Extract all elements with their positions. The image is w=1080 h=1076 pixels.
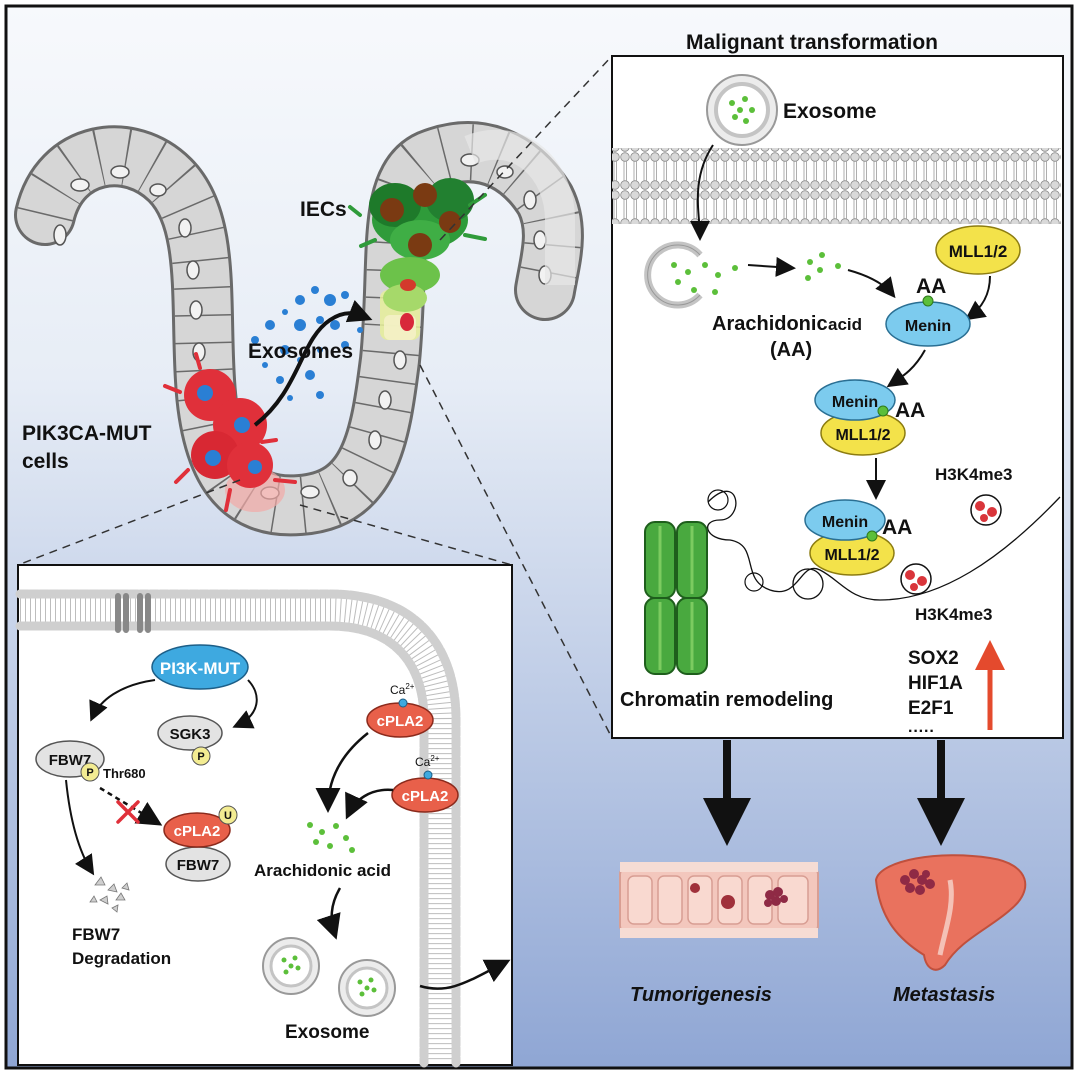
fbw7-degradation-line2: Degradation	[72, 949, 171, 968]
degradation-fragments	[89, 876, 130, 913]
chromosome-icon	[644, 521, 708, 675]
tumorigenesis-label: Tumorigenesis	[630, 984, 772, 1006]
u-label: U	[224, 810, 232, 822]
h3k4me3-top-label: H3K4me3	[935, 465, 1013, 484]
exosomes-label: Exosomes	[248, 340, 353, 363]
zoom-lines	[17, 55, 613, 739]
gene-more: ·····	[908, 723, 935, 740]
h3k4me3-bottom-label: H3K4me3	[915, 605, 993, 624]
nucleosome-bottom	[900, 563, 932, 595]
thr680-label: Thr680	[103, 766, 146, 781]
cpla2-ubiquitinated-label: cPLA2	[174, 823, 221, 840]
membrane-top	[612, 148, 1061, 224]
aa-3-label: AA	[882, 516, 912, 539]
sgk3-label: SGK3	[170, 726, 211, 743]
intestine-tumor-icon	[619, 862, 819, 938]
exosome-left-2	[338, 959, 396, 1017]
exosome-left-1	[262, 937, 320, 995]
p-sgk3-label: P	[197, 751, 204, 763]
chromatin-remodeling-label: Chromatin remodeling	[620, 689, 833, 711]
fbw7-label: FBW7	[49, 752, 92, 769]
aa-2-label: AA	[895, 399, 925, 422]
gene-hif1a: HIF1A	[908, 673, 963, 694]
gene-sox2: SOX2	[908, 648, 959, 669]
cpla2-2-label: cPLA2	[402, 788, 449, 805]
metastasis-label: Metastasis	[893, 984, 995, 1006]
menin-2-label: Menin	[832, 394, 878, 411]
pik3ca-label-line1: PIK3CA-MUT	[22, 422, 152, 445]
menin-3-label: Menin	[822, 514, 868, 531]
mutant-cell-cluster	[163, 352, 297, 512]
nucleosome-top	[970, 494, 1002, 526]
right-panel: Exosome MLL1/2 Menin AA Arachidonic acid…	[611, 55, 1064, 740]
aa-1-label: AA	[916, 275, 946, 298]
left-panel: PI3K-MUT SGK3 P FBW7 P Thr680 FBW7 cPLA2…	[15, 564, 513, 1068]
arachidonic-dots	[307, 822, 355, 853]
menin-1-label: Menin	[905, 318, 951, 335]
fbw7-degradation-line1: FBW7	[72, 925, 120, 944]
liver-metastasis-icon	[874, 854, 1027, 971]
pi3k-label: PI3K-MUT	[160, 659, 241, 678]
mll-3-label: MLL1/2	[824, 547, 879, 564]
exosome-icon	[706, 74, 778, 146]
arachidonic-label-aa: (AA)	[770, 339, 812, 361]
arachidonic-acid-label-left: Arachidonic acid	[254, 861, 391, 880]
exosome-label-left: Exosome	[285, 1022, 369, 1043]
chromatin-thread	[707, 490, 1061, 601]
exosome-label-right: Exosome	[783, 100, 876, 123]
arachidonic-label-word: Arachidonic	[712, 313, 828, 335]
ca-1-label: Ca2+	[390, 682, 415, 697]
gene-e2f1: E2F1	[908, 698, 954, 719]
arachidonic-label-acid: acid	[828, 315, 862, 334]
ca-2-label: Ca2+	[415, 754, 440, 769]
p-fbw7-label: P	[86, 767, 93, 779]
mll-2-label: MLL1/2	[835, 427, 890, 444]
pik3ca-label-line2: cells	[22, 450, 69, 473]
cpla2-1-label: cPLA2	[377, 713, 424, 730]
crypt-illustration	[14, 121, 584, 537]
fbw7-bound-label: FBW7	[177, 857, 220, 874]
outcome-arrows	[703, 740, 965, 846]
mll-top-label: MLL1/2	[949, 242, 1008, 261]
iecs-label: IECs	[300, 198, 347, 221]
malignant-transformation-title: Malignant transformation	[686, 31, 938, 54]
